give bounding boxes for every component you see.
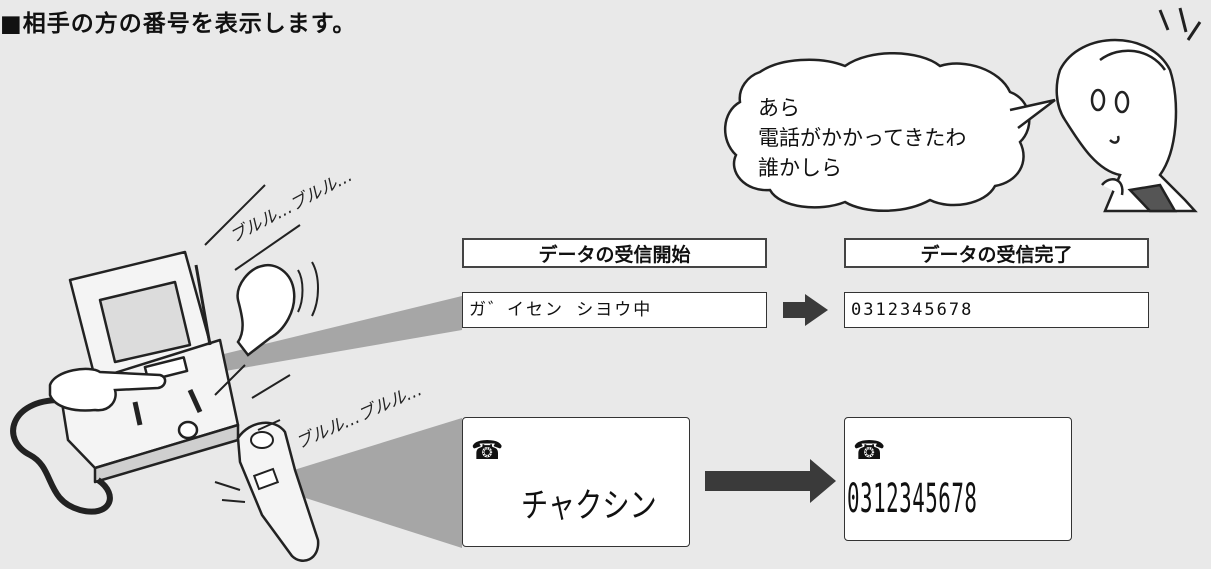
fax-arrow-icon bbox=[783, 294, 828, 326]
phone-icon: ☎ bbox=[853, 436, 886, 466]
handset-icon bbox=[236, 421, 320, 562]
handset-lcd-before-text: チャクシン bbox=[521, 486, 657, 526]
pointing-hand-icon bbox=[48, 367, 167, 412]
woman-illustration bbox=[1055, 38, 1198, 213]
fax-lcd-before: ガ゛イセン シヨウ中 bbox=[462, 292, 767, 328]
header-receive-start: データの受信開始 bbox=[462, 238, 767, 268]
speech-line: 誰かしら bbox=[758, 156, 842, 180]
fax-beam bbox=[150, 296, 462, 384]
fax-machine-icon bbox=[58, 250, 240, 484]
fax-lcd-after: 0312345678 bbox=[844, 292, 1149, 328]
handset-arrow-icon bbox=[705, 459, 836, 503]
waving-hand-icon bbox=[236, 263, 296, 357]
speech-line: 電話がかかってきたわ bbox=[758, 126, 967, 150]
handset-lcd-after: ☎ 0312345678 bbox=[844, 417, 1072, 541]
handset-lcd-before: ☎ チャクシン bbox=[462, 417, 690, 547]
speech-bubble bbox=[723, 52, 1031, 212]
page-title: ■相手の方の番号を表示します。 bbox=[0, 11, 357, 37]
handset-lcd-after-text: 0312345678 bbox=[847, 476, 978, 522]
header-receive-complete: データの受信完了 bbox=[844, 238, 1149, 268]
speech-line: あら bbox=[758, 96, 800, 120]
handset-beam bbox=[268, 418, 462, 548]
phone-icon: ☎ bbox=[471, 436, 504, 466]
speech-bubble-text: あら 電話がかかってきたわ 誰かしら bbox=[758, 93, 998, 183]
phone-cord-icon bbox=[10, 397, 113, 515]
